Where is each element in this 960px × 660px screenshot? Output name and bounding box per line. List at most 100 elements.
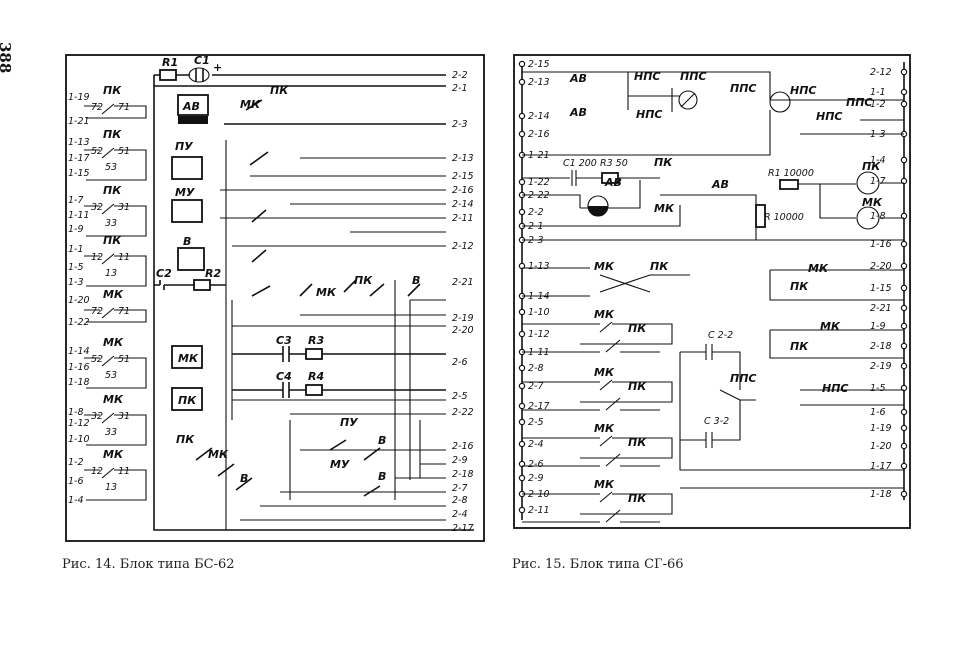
- contact-number: 53: [105, 162, 117, 173]
- terminal-label: 2-8: [528, 363, 544, 374]
- r1-resistor-15: [779, 179, 799, 190]
- terminal-label: 2-6: [528, 459, 544, 470]
- terminal-label: 1-9: [870, 321, 886, 332]
- contact-number: 12: [91, 466, 103, 477]
- svg-text:ППС: ППС: [730, 82, 757, 95]
- relay-name: МК: [103, 288, 124, 301]
- terminal-label: 2-2: [452, 70, 468, 81]
- relay-name: МК: [103, 448, 124, 461]
- svg-text:АВ: АВ: [569, 106, 587, 119]
- c1-polarity-mark: [188, 67, 210, 83]
- contact-number: 53: [105, 370, 117, 381]
- terminal-label: 2-11: [528, 505, 550, 516]
- contact-wiring: [84, 412, 147, 446]
- svg-text:МК: МК: [240, 98, 261, 111]
- svg-text:ПК: ПК: [654, 156, 673, 169]
- c1-label: C1: [194, 54, 210, 67]
- terminal-label: 1-10: [68, 434, 90, 445]
- fig15-diagram: 2-152-132-142-161-211-222-222-22-12-31-1…: [513, 54, 911, 529]
- fig15-right-terminals: 2-121-11-21-31-41-71-81-162-201-152-211-…: [870, 67, 908, 500]
- svg-text:НПС: НПС: [634, 70, 661, 83]
- terminal-pin: [900, 304, 908, 312]
- contact-wiring: [522, 491, 673, 523]
- contact-number: 72: [91, 306, 103, 317]
- terminal-label: 2-16: [452, 185, 474, 196]
- svg-text:АВ: АВ: [604, 176, 622, 189]
- contact-number: 33: [105, 427, 117, 438]
- terminal-label: 2-4: [452, 509, 468, 520]
- svg-text:В: В: [378, 470, 386, 483]
- r1-label: R1: [162, 56, 178, 69]
- relay-name: ПК: [628, 322, 647, 335]
- contact-number: 52: [91, 146, 103, 157]
- terminal-label: 1-1: [870, 87, 886, 98]
- terminal-label: 2-14: [528, 111, 550, 122]
- terminal-label: 2-1: [452, 83, 468, 94]
- contact-number: 11: [118, 252, 130, 263]
- terminal-label: 1-20: [870, 441, 892, 452]
- r3-resistor-15: [601, 172, 619, 184]
- terminal-pin: [518, 78, 526, 86]
- terminal-label: 1-9: [68, 224, 84, 235]
- terminal-label: 2-13: [452, 153, 474, 164]
- contact-number: 71: [118, 102, 130, 113]
- terminal-label: 2-22: [452, 407, 474, 418]
- svg-text:R2: R2: [205, 267, 221, 280]
- svg-text:ППС: ППС: [680, 70, 707, 83]
- contact-wiring: [84, 253, 147, 287]
- terminal-pin: [518, 208, 526, 216]
- svg-text:С 3-2: С 3-2: [704, 416, 729, 427]
- relay-name: МК: [594, 366, 615, 379]
- terminal-label: 1-18: [68, 377, 90, 388]
- terminal-label: 1-16: [870, 239, 892, 250]
- relay-name: ПК: [628, 436, 647, 449]
- terminal-label: 2-2: [528, 207, 544, 218]
- terminal-label: 2-20: [870, 261, 892, 272]
- svg-text:ПК: ПК: [790, 280, 809, 293]
- terminal-label: 2-9: [528, 473, 544, 484]
- contact-wiring: [84, 203, 147, 237]
- svg-text:НПС: НПС: [790, 84, 817, 97]
- mk-lamp: [856, 206, 880, 230]
- terminal-label: 1-2: [68, 457, 84, 468]
- terminal-label: 2-7: [452, 483, 468, 494]
- terminal-label: 2-9: [452, 455, 468, 466]
- svg-text:НПС: НПС: [636, 108, 663, 121]
- svg-text:R4: R4: [308, 370, 324, 383]
- terminal-label: 1-15: [68, 168, 90, 179]
- fig14-caption: Рис. 14. Блок типа БС-62: [62, 557, 235, 572]
- fig14-top-wires: [154, 74, 446, 125]
- terminal-label: 1-10: [528, 307, 550, 318]
- mk-coil: [171, 345, 203, 369]
- terminal-label: 2-3: [452, 119, 468, 130]
- relay-name: МК: [594, 478, 615, 491]
- fig15-frame: [513, 54, 911, 529]
- terminal-pin: [518, 330, 526, 338]
- svg-text:В: В: [240, 472, 248, 485]
- svg-text:ПК: ПК: [178, 394, 197, 407]
- svg-text:АВ: АВ: [182, 100, 200, 113]
- terminal-label: 1-5: [68, 262, 84, 273]
- terminal-label: 1-5: [870, 383, 886, 394]
- svg-text:МК: МК: [862, 196, 883, 209]
- terminal-label: 2-16: [528, 129, 550, 140]
- svg-text:МК: МК: [316, 286, 337, 299]
- contact-number: 32: [91, 411, 103, 422]
- relay-name: ПК: [103, 128, 122, 141]
- svg-text:ППС: ППС: [846, 96, 873, 109]
- svg-text:МК: МК: [654, 202, 675, 215]
- terminal-pin: [518, 60, 526, 68]
- terminal-label: 1-15: [870, 283, 892, 294]
- terminal-label: 1-4: [68, 495, 84, 506]
- terminal-label: 1-12: [528, 329, 550, 340]
- svg-text:ПК: ПК: [862, 160, 881, 173]
- fig14-right-terminals: 2-22-12-32-132-152-162-142-112-122-212-1…: [452, 70, 474, 534]
- contact-wiring: [522, 379, 673, 411]
- terminal-label: 2-14: [452, 199, 474, 210]
- svg-text:R1 10000: R1 10000: [768, 168, 814, 179]
